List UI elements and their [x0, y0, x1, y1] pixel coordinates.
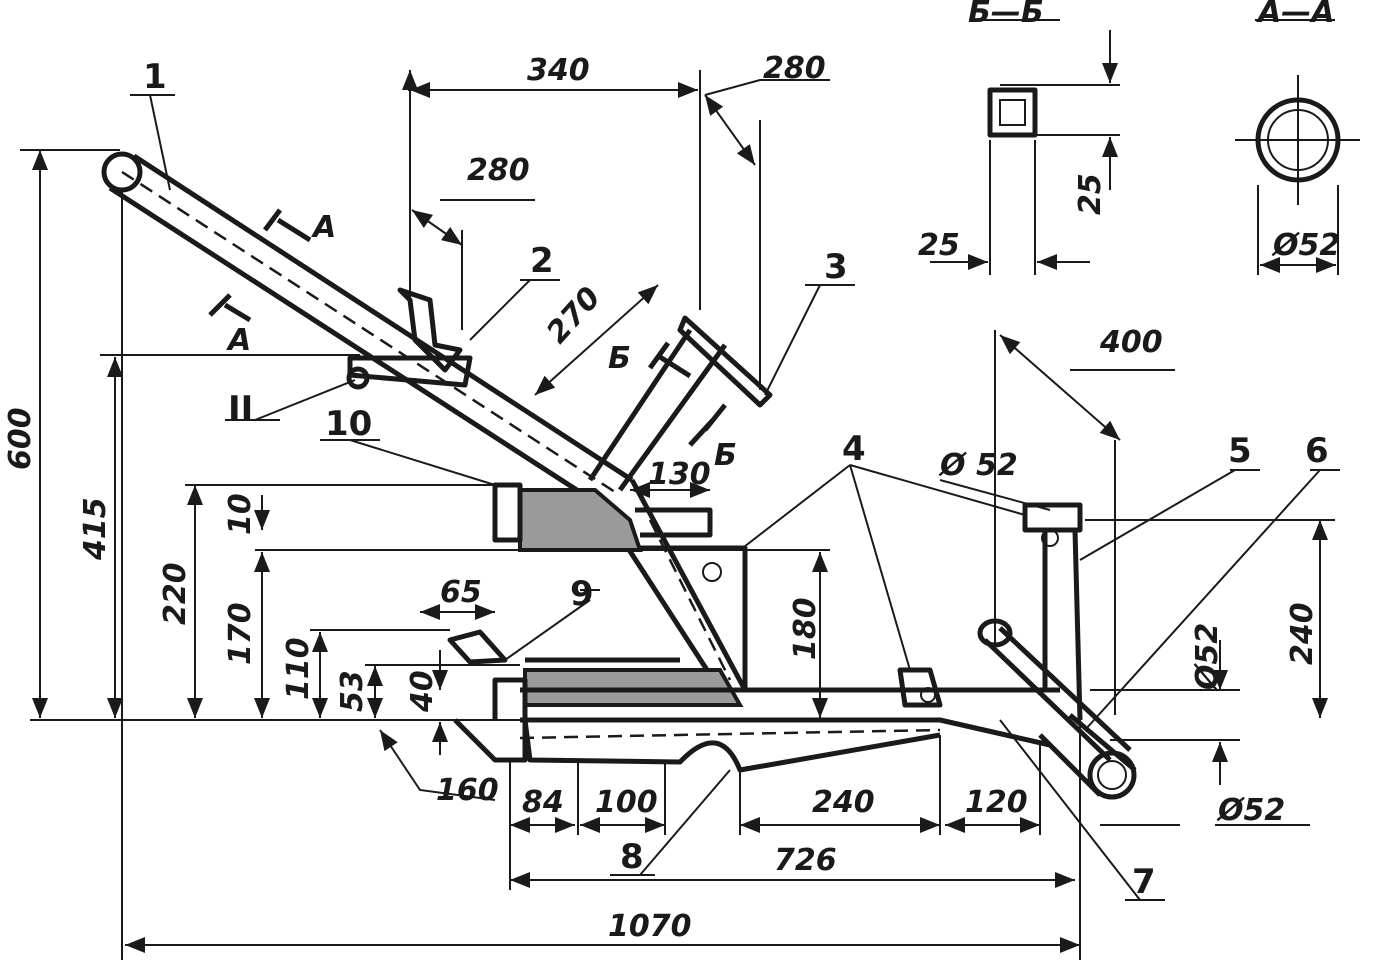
dim-53: 53 [335, 670, 370, 712]
part-4: 4 [842, 429, 866, 469]
dim-dia52-a: Ø 52 [938, 448, 1018, 483]
dim-340: 340 [527, 53, 590, 88]
dim-280-mid: 280 [467, 153, 530, 188]
part-6: 6 [1305, 431, 1329, 471]
dimension-labels: 340 280 280 270 Б—Б А—А 25 25 Ø52 400 Ø … [3, 0, 1340, 944]
section-mark-b-2: Б [714, 438, 737, 473]
dim-110: 110 [281, 637, 316, 700]
section-aa-title: А—А [1256, 0, 1334, 30]
part-7: 7 [1132, 862, 1156, 902]
part-11: II [228, 389, 253, 429]
dim-65: 65 [440, 575, 482, 610]
part-numbers: 1 2 3 4 5 6 7 8 9 10 II [143, 57, 1329, 902]
section-mark-b-1: Б [608, 341, 631, 376]
dim-220: 220 [158, 562, 193, 625]
dim-10: 10 [223, 493, 258, 535]
section-mark-a-1: А [311, 210, 336, 245]
dimension-lines [20, 19, 1340, 960]
part-9: 9 [570, 574, 594, 614]
dim-130: 130 [648, 457, 711, 492]
dim-160: 160 [436, 773, 499, 808]
part-3: 3 [824, 247, 848, 287]
part-10: 10 [325, 404, 372, 444]
part-2: 2 [530, 241, 554, 281]
dim-100: 100 [595, 785, 658, 820]
section-mark-a-2: А [226, 323, 251, 358]
dim-84: 84 [522, 785, 564, 820]
dim-1070: 1070 [608, 909, 692, 944]
dim-dia52-c: Ø52 [1216, 793, 1285, 828]
dim-400: 400 [1099, 325, 1163, 360]
dim-120: 120 [965, 785, 1028, 820]
dim-240-right: 240 [1285, 602, 1320, 665]
dim-726: 726 [774, 843, 837, 878]
dim-600: 600 [3, 407, 38, 470]
part-5: 5 [1228, 431, 1252, 471]
part-8: 8 [620, 837, 644, 877]
dim-170: 170 [223, 602, 258, 665]
dim-bb-width: 25 [918, 228, 960, 263]
dim-aa-diameter: Ø52 [1271, 228, 1340, 263]
dim-dia52-b: Ø52 [1190, 623, 1225, 692]
dim-415: 415 [78, 497, 113, 561]
dim-180: 180 [788, 597, 823, 660]
part-1: 1 [143, 57, 167, 97]
dim-40: 40 [405, 670, 440, 713]
section-bb-title: Б—Б [968, 0, 1044, 30]
frame-geometry [101, 75, 1360, 800]
dim-bb-height: 25 [1073, 173, 1108, 215]
dim-280-top: 280 [763, 51, 826, 86]
dim-240-bottom: 240 [812, 785, 875, 820]
